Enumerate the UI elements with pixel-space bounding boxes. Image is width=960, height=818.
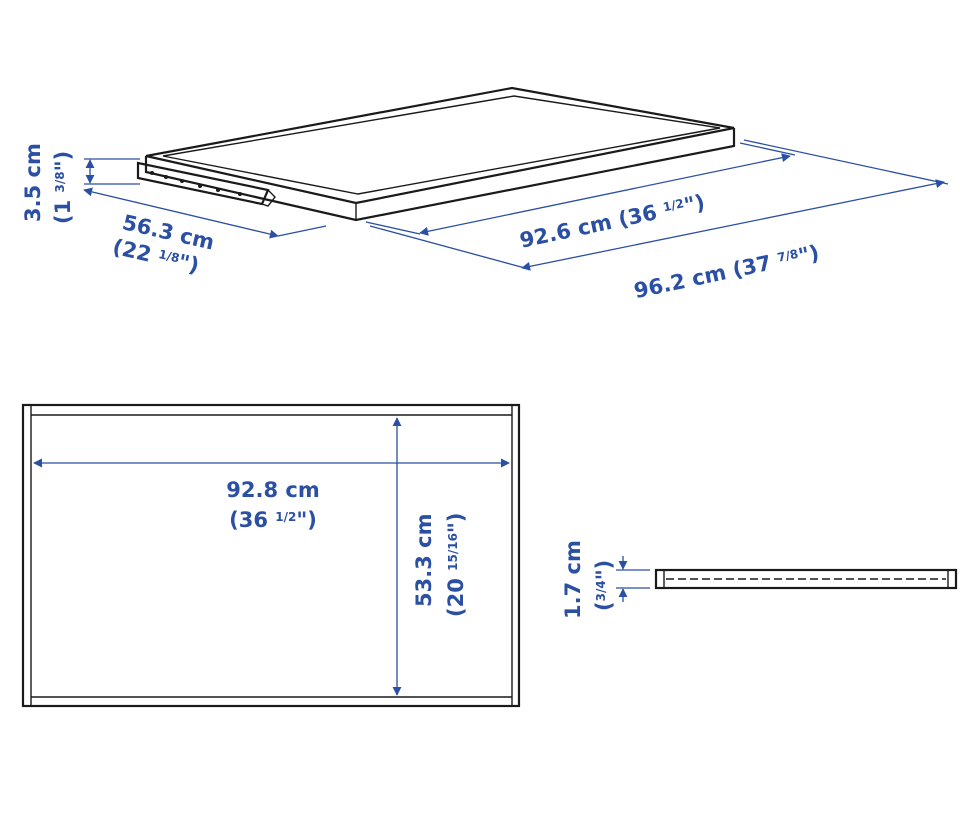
top-depth-imperial-label: (20 15/16") bbox=[444, 513, 468, 617]
tray-side-outline bbox=[654, 568, 958, 590]
top-depth-metric-label: 53.3 cm bbox=[412, 514, 436, 607]
side-view: 1.7 cm (3/4") bbox=[561, 540, 958, 619]
depth-dimension: 56.3 cm (22 1/8") bbox=[83, 187, 327, 278]
tray-frame bbox=[144, 86, 736, 222]
tray-top-frame bbox=[30, 406, 513, 705]
height-metric-label: 3.5 cm bbox=[21, 143, 45, 222]
height-dimension: 3.5 cm (1 3/8") bbox=[21, 143, 140, 224]
top-view: 92.8 cm (36 1/2") 53.3 cm (20 15/16") bbox=[21, 403, 521, 708]
outer-width-label: 96.2 cm (37 7/8") bbox=[632, 241, 821, 304]
side-thickness-dimension: 1.7 cm (3/4") bbox=[561, 540, 650, 619]
side-thickness-metric-label: 1.7 cm bbox=[561, 540, 585, 619]
top-width-metric-label: 92.8 cm bbox=[226, 478, 319, 502]
top-width-imperial-label: (36 1/2") bbox=[229, 508, 317, 532]
tray-top-outline bbox=[21, 403, 521, 708]
top-width-dimension: 92.8 cm (36 1/2") bbox=[33, 458, 510, 532]
top-depth-dimension: 53.3 cm (20 15/16") bbox=[392, 417, 468, 696]
inner-width-label: 92.6 cm (36 1/2") bbox=[518, 190, 707, 253]
perspective-view: 3.5 cm (1 3/8") 56.3 cm (22 1/8") 92.6 c… bbox=[21, 86, 949, 304]
height-imperial-label: (1 3/8") bbox=[51, 151, 75, 224]
side-thickness-imperial-label: (3/4") bbox=[592, 560, 616, 611]
